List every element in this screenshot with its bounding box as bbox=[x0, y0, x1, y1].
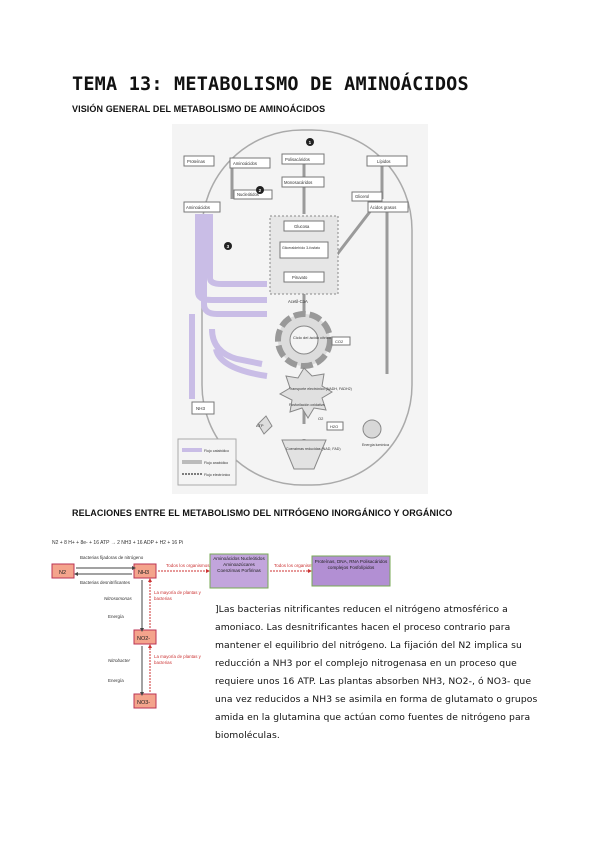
section-heading-overview: VISIÓN GENERAL DEL METABOLISMO DE AMINOÁ… bbox=[72, 104, 326, 114]
marker-1: 1 bbox=[309, 140, 312, 145]
bacterias-fijadoras-label: Bacterias fijadoras de nitrógeno bbox=[80, 555, 144, 560]
transporte-label: Transporte electrónico (NADH, FADH2) bbox=[289, 387, 352, 391]
co2-label: CO2 bbox=[335, 339, 344, 344]
nh3-box bbox=[133, 563, 157, 579]
energia-2-label: Energía bbox=[108, 678, 124, 683]
biomolecules-box-1 bbox=[209, 553, 269, 589]
legend-electron: Flujo electrónico bbox=[204, 473, 230, 477]
page-title: TEMA 13: METABOLISMO DE AMINOÁCIDOS bbox=[72, 74, 469, 95]
no3-box bbox=[133, 693, 157, 709]
h2o-label: H2O bbox=[330, 424, 338, 429]
section-heading-nitrogen: RELACIONES ENTRE EL METABOLISMO DEL NITR… bbox=[72, 508, 453, 518]
energia-label: Energía lumínica bbox=[362, 443, 389, 447]
ciclo-label: Ciclo del ácido cítrico bbox=[293, 335, 332, 340]
bacterias-desnitrificantes-label: Bacterias desnitrificantes bbox=[80, 580, 131, 585]
amino-acid-metabolism-overview-figure: Proteínas Polisacáridos Lípidos Aminoáci… bbox=[172, 124, 428, 494]
aminoacidos-top-label: Aminoácidos bbox=[233, 161, 257, 166]
fosforilacion-label: Fosforilación oxidativa bbox=[289, 403, 325, 407]
n2-box bbox=[51, 563, 75, 579]
glucosa-label: Glucosa bbox=[294, 224, 310, 229]
polisacaridos-label: Polisacáridos bbox=[285, 157, 310, 162]
nh3-label: NH3 bbox=[138, 570, 149, 576]
lipidos-label: Lípidos bbox=[377, 159, 391, 164]
aminoacidos-label: Aminoácidos bbox=[186, 205, 210, 210]
plantas-bacterias-label-2: La mayoría de plantas y bacterias bbox=[154, 654, 201, 665]
nitrosomonas-label: Nitrosomonas bbox=[104, 596, 133, 601]
proteinas-label: Proteínas bbox=[187, 159, 205, 164]
proteinas-box bbox=[183, 155, 215, 167]
energia-1-label: Energía bbox=[108, 614, 124, 619]
legend-anabolic: Flujo anabólico bbox=[204, 461, 228, 465]
biomolecules-2-label: Proteínas, DNA, RNA Polisacáridos comple… bbox=[314, 559, 388, 570]
n2-label: N2 bbox=[59, 570, 66, 576]
coenzimas-label: Coenzimas reducidas (NAD, FAD) bbox=[286, 447, 341, 451]
todos-organismos-label-2: Todos los organismos bbox=[274, 563, 318, 568]
marker-3: 3 bbox=[227, 244, 230, 249]
nitrogenase-equation: N2 + 8 H+ + 8e- + 16 ATP → 2 NH3 + 16 AD… bbox=[52, 540, 183, 546]
acetil-coa-label: Acetil-CoA bbox=[288, 299, 308, 304]
nitrogen-cycle-figure: N2 + 8 H+ + 8e- + 16 ATP → 2 NH3 + 16 AD… bbox=[51, 540, 391, 709]
figure1-legend: Flujo catabólico Flujo anabólico Flujo e… bbox=[177, 438, 237, 486]
monosacaridos-label: Monosacáridos bbox=[284, 180, 312, 185]
nucleotidos-label: Nucleótidos bbox=[237, 192, 259, 197]
acidos-grasos-label: Ácidos grasos bbox=[370, 205, 396, 210]
o2-label: O2 bbox=[318, 416, 324, 421]
no2-label: NO2- bbox=[137, 636, 150, 642]
biomolecules-1-label: Aminoácidos Nucleótidos Aminoazúcares Co… bbox=[213, 556, 265, 573]
nh3-box bbox=[191, 401, 215, 415]
nitrobacter-label: Nitrobacter bbox=[108, 658, 131, 663]
todos-organismos-label-1: Todos los organismos bbox=[166, 563, 210, 568]
glicerol-label: Glicerol bbox=[355, 194, 369, 199]
no3-label: NO3- bbox=[137, 700, 150, 706]
plantas-bacterias-label-1: La mayoría de plantas y bacterias bbox=[154, 590, 201, 601]
piruvato-label: Piruvato bbox=[292, 275, 308, 280]
legend-catabolic: Flujo catabólico bbox=[204, 449, 229, 453]
nh3-label: NH3 bbox=[196, 406, 205, 411]
catabolic-flow-arrows bbox=[189, 214, 268, 399]
no2-box bbox=[133, 629, 157, 645]
atp-label: ATP bbox=[256, 423, 264, 428]
gliceraldehido-label: Gliceraldehído 3-fosfato bbox=[282, 246, 320, 250]
biomolecules-box-2 bbox=[311, 555, 391, 587]
nitrogen-explanation-paragraph: ]Las bacterias nitrificantes reducen el … bbox=[215, 604, 538, 741]
marker-2: 2 bbox=[259, 188, 262, 193]
electron-transport-icon bbox=[278, 367, 333, 419]
